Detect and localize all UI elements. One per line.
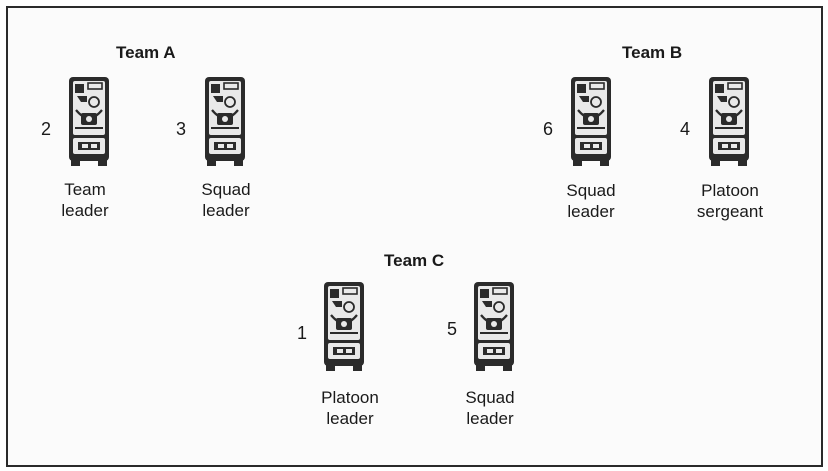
unit-number: 2 (38, 119, 54, 140)
unit-role: Squad leader (435, 387, 545, 429)
team-b-label: Team B (622, 43, 682, 63)
unit-role: Platoon leader (295, 387, 405, 429)
unit-role: Squad leader (536, 180, 646, 222)
radio-device-icon (570, 76, 612, 166)
team-c-label: Team C (384, 251, 444, 271)
unit-role: Team leader (30, 179, 140, 221)
radio-device-icon (323, 281, 365, 371)
unit-role: Platoon sergeant (675, 180, 785, 222)
radio-device-icon (68, 76, 110, 166)
unit-number: 6 (540, 119, 556, 140)
unit-number: 5 (444, 319, 460, 340)
diagram-frame: Team A 2 Team leader 3 Squad leader Team… (6, 6, 823, 467)
unit-number: 4 (677, 119, 693, 140)
team-a-label: Team A (116, 43, 176, 63)
radio-device-icon (473, 281, 515, 371)
radio-device-icon (204, 76, 246, 166)
unit-role: Squad leader (171, 179, 281, 221)
radio-device-icon (708, 76, 750, 166)
unit-number: 1 (294, 323, 310, 344)
unit-number: 3 (173, 119, 189, 140)
